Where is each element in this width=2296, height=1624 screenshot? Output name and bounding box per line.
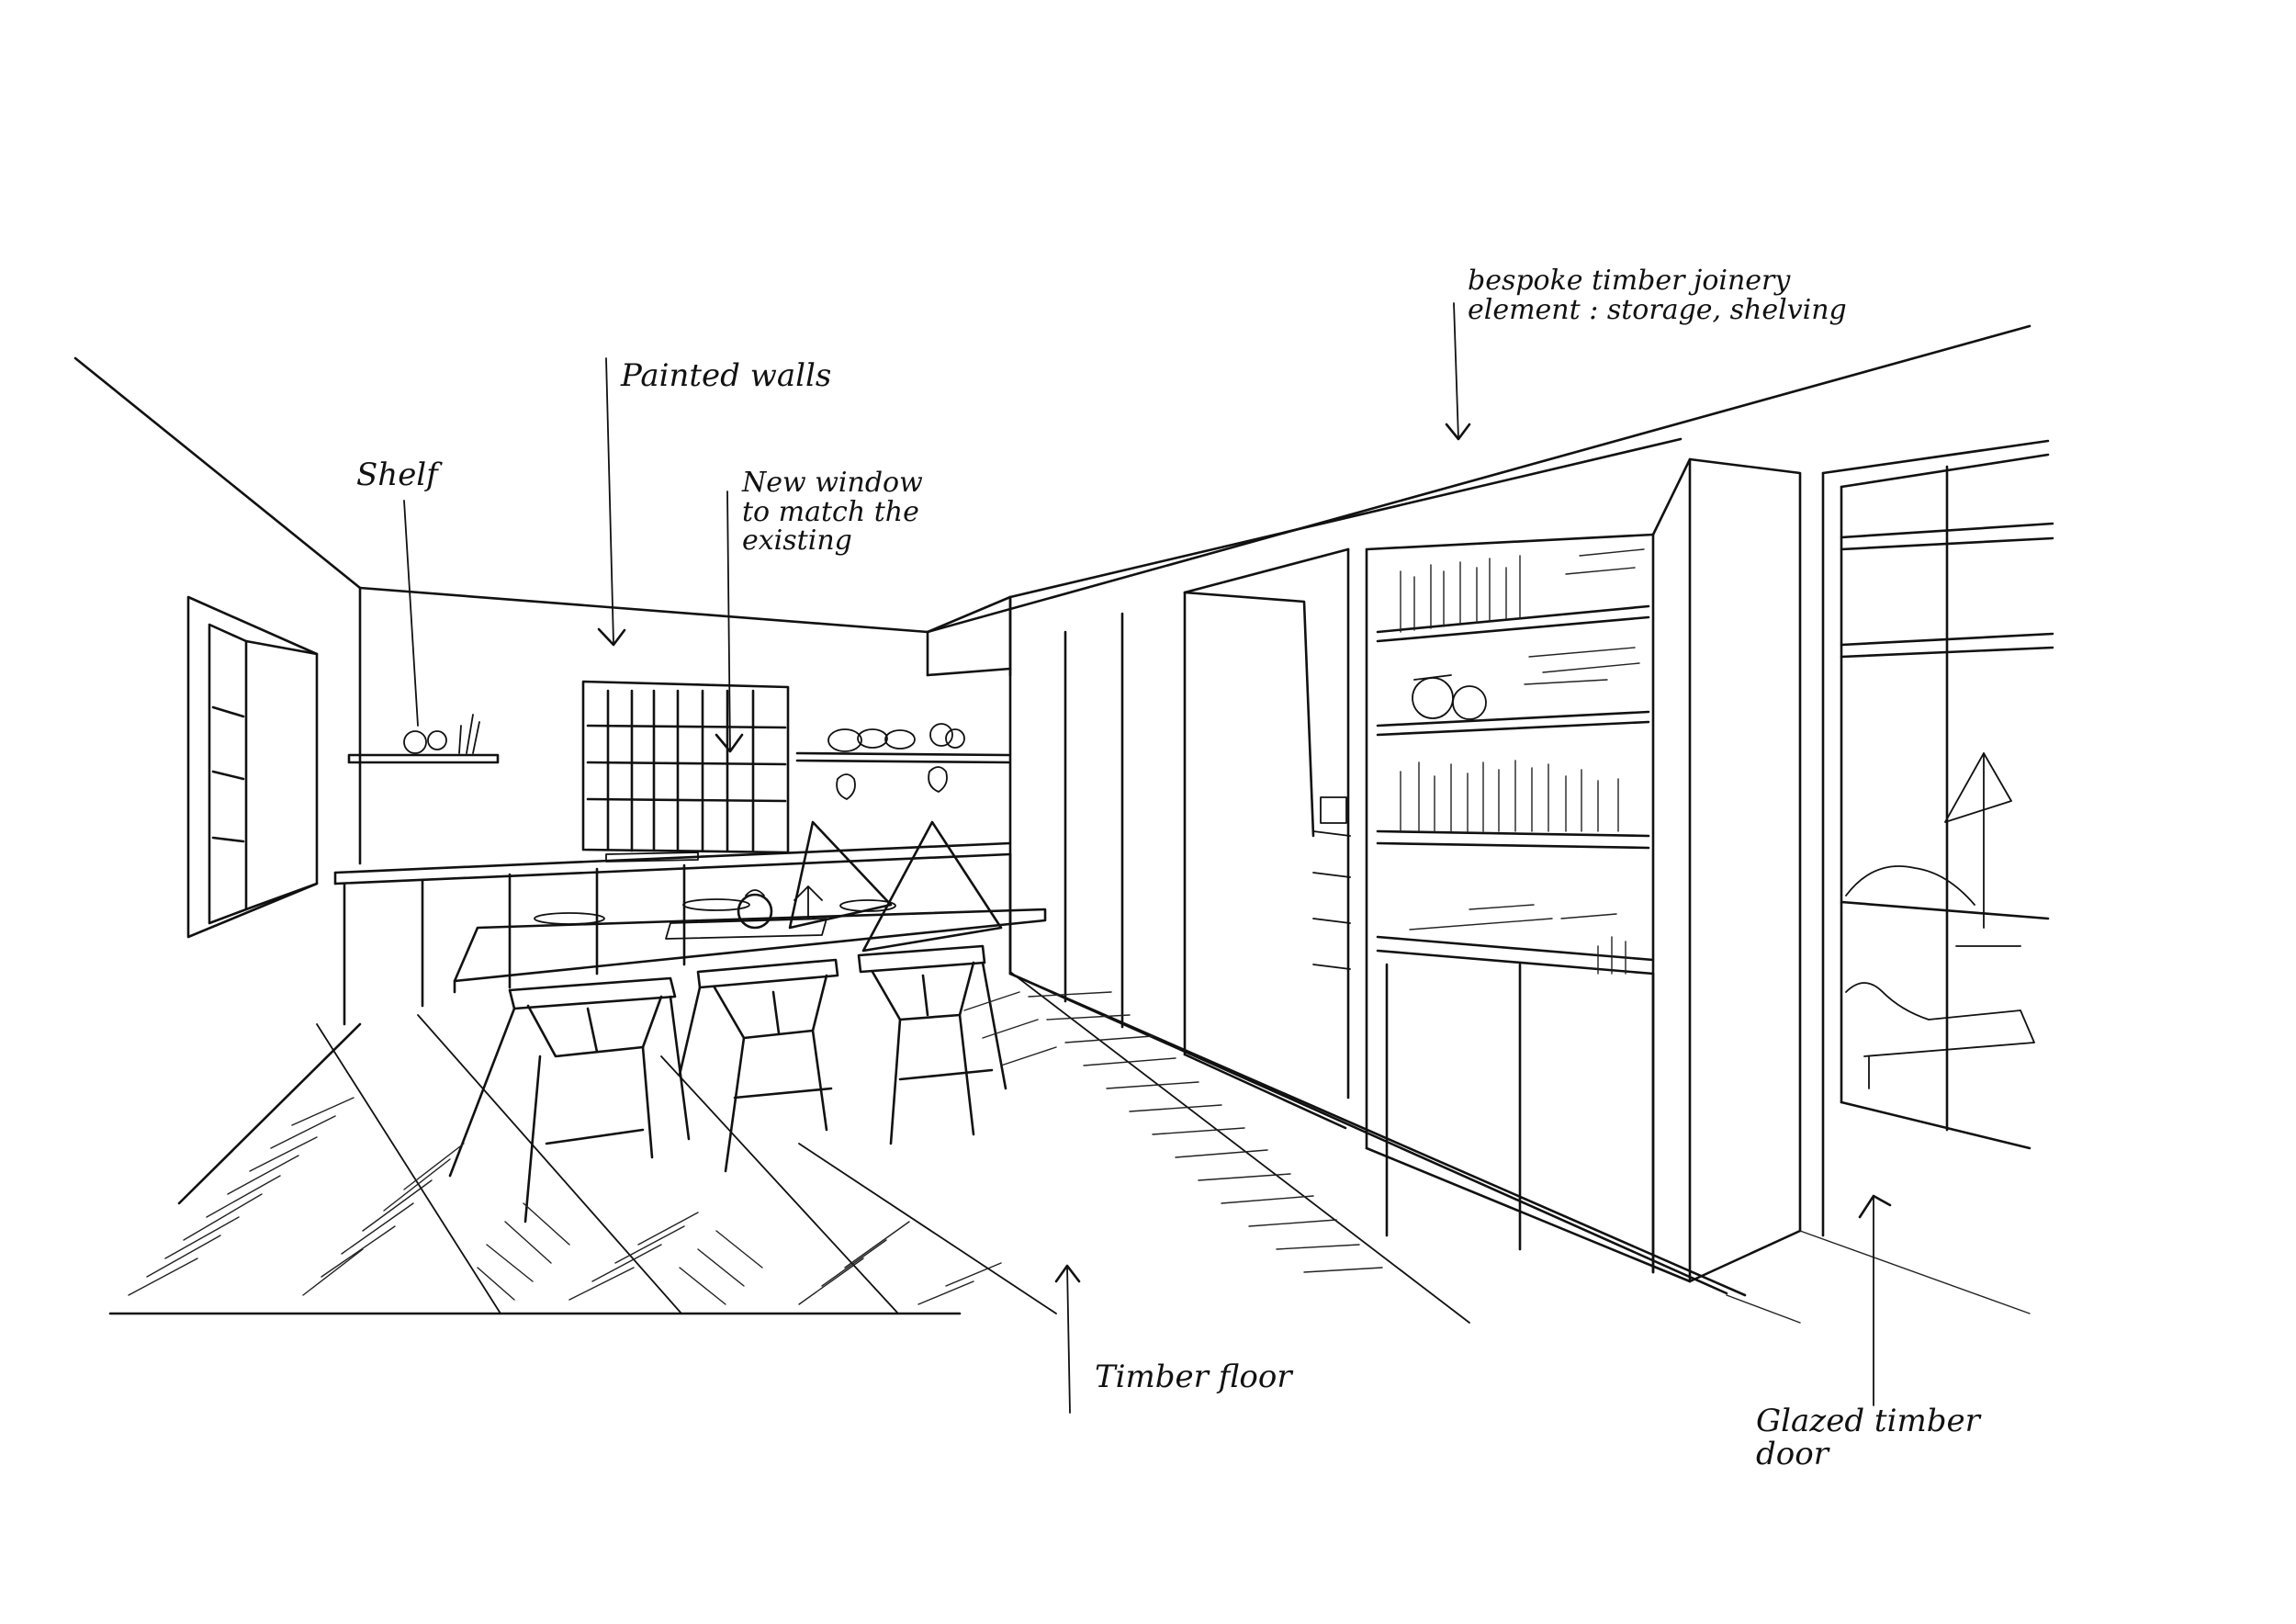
annotation-glazed-door: Glazed timber door xyxy=(1756,1403,1980,1472)
leader-lines xyxy=(403,302,1892,1414)
annotation-timber-floor: Timber floor xyxy=(1095,1359,1292,1395)
annotation-bespoke-joinery: bespoke timber joinery element : storage… xyxy=(1468,265,1847,326)
cushions xyxy=(788,820,1003,953)
kitchen-counter xyxy=(333,841,1012,1026)
timber-floor xyxy=(108,971,2031,1324)
existing-window xyxy=(186,595,319,939)
annotation-shelf: Shelf xyxy=(356,457,438,493)
dining-table xyxy=(453,885,1047,994)
kitchen-shelves xyxy=(347,714,1010,800)
room-shell xyxy=(73,324,2032,1205)
glazed-door xyxy=(1821,439,2054,1237)
floor-boards xyxy=(128,991,2031,1324)
new-window xyxy=(581,680,790,854)
dining-chairs xyxy=(448,944,1007,1224)
bespoke-joinery xyxy=(1008,457,1802,1297)
annotation-painted-walls: Painted walls xyxy=(621,357,832,394)
annotation-new-window: New window to match the existing xyxy=(742,467,923,557)
